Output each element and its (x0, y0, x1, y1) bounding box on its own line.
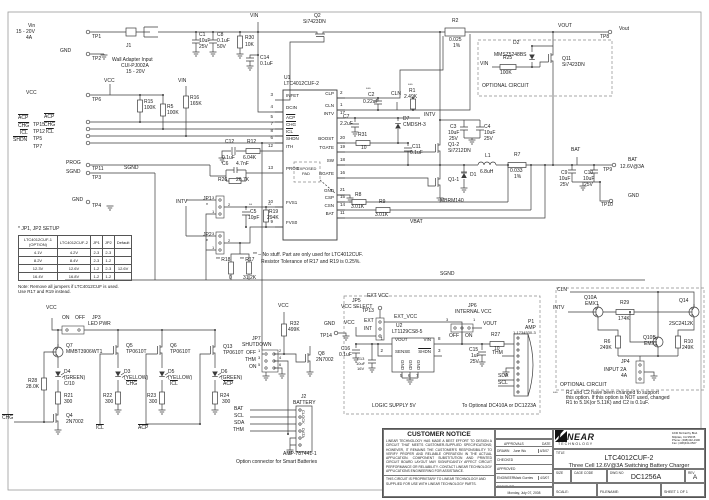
jumper-cell-0-3: 2-3 (101, 248, 115, 257)
jumper-cell-2-0: 12.3V (18, 264, 58, 273)
address-line-0: 1630 McCarthy Blvd. (672, 431, 698, 436)
approvals-header: APPROVALS DATE (495, 439, 553, 447)
jumper-cell-2-1: 12.6V (57, 264, 91, 273)
cage-label: CAGE CODE (574, 471, 594, 475)
title-block: CUSTOMER NOTICE LINEAR TECHNOLOGY HAS MA… (382, 428, 706, 498)
jumper-col-0: LTC4012CUF-1 (OPTION) (18, 235, 58, 249)
approvals-label: APPROVALS (504, 442, 524, 446)
address-line-2: Phone: (408)432-1900 (672, 438, 700, 442)
brand-cell: LINEAR TECHNOLOGY 1630 McCarthy Blvd.Mil… (553, 429, 705, 449)
of-total: 1 (685, 490, 688, 494)
approval-engineer-date: 4/3/07 (538, 476, 552, 480)
jumper-cell-0-4 (113, 248, 133, 257)
contract-cell: CONTRACT NO. (495, 429, 553, 439)
customer-notice-title: CUSTOMER NOTICE (407, 431, 471, 438)
brand-sub: TECHNOLOGY (558, 442, 594, 446)
approval-row-checked: CHECKED (496, 455, 552, 464)
wires (14, 22, 695, 453)
jumper-cell-0-2: 2-3 (89, 248, 103, 257)
address-line-1: Milpitas, CA 95035 (672, 434, 696, 439)
rev-label: REV (688, 471, 695, 475)
brand-name: LINEAR (558, 432, 595, 442)
size-cell: SIZE (553, 469, 571, 483)
dwg-cell: DWG NO DC1256A (607, 469, 685, 483)
jumper-cell-3-2: 1-2 (89, 272, 103, 281)
component-symbols (43, 29, 700, 455)
printed-date-cell: Monday, July 07, 2008 (495, 487, 553, 497)
jumper-cell-2-4: 12.6V (113, 264, 133, 273)
scale-cell: SCALE: (553, 483, 597, 497)
of-label: OF (679, 490, 685, 494)
jumper-cell-1-4 (113, 256, 133, 265)
jumper-cell-3-3: 1-2 (101, 272, 115, 281)
jumper-cell-1-0: 8.2V (18, 256, 58, 265)
printed-date: Monday, July 07, 2008 (507, 491, 541, 495)
rev-cell: REV A (685, 469, 705, 483)
jumper-col-3: JP2 (101, 235, 115, 249)
approval-row-designer: DESIGNER (496, 482, 552, 487)
filename-cell: FILENAME: (597, 483, 661, 497)
jumper-col-1: LTC4012CUF-2 (57, 235, 91, 249)
title-cell: TITLE LTC4012CUF-2 Three Cell 12.6V@3A S… (553, 449, 705, 469)
approval-row-approved: APPROVED (496, 464, 552, 473)
approval-drawn-date: 4/3/07 (537, 449, 552, 453)
dwg-label: DWG NO (610, 471, 624, 475)
sheet-no: 1 (676, 490, 679, 494)
approval-engineer-label: ENGINEER (497, 476, 515, 480)
scale-label: SCALE: (556, 490, 569, 494)
approval-approved-label: APPROVED (497, 467, 516, 471)
customer-notice-body: LINEAR TECHNOLOGY HAS MADE A BEST EFFORT… (386, 439, 492, 473)
jumper-table-note2: Use R17 and R19 instead. (18, 289, 71, 295)
optional-boxes (293, 39, 705, 415)
jumper-cell-1-2: 2-3 (89, 256, 103, 265)
sheet-label: SHEET (664, 490, 676, 494)
approval-drawn-label: DRAWN (497, 449, 510, 453)
jumper-cell-3-4 (113, 272, 133, 281)
sheet-cell: SHEET 1 OF 1 (661, 483, 705, 497)
jumper-col-2: JP1 (89, 235, 103, 249)
jumper-cell-1-1: 8.4V (57, 256, 91, 265)
jumper-setup-block: * JP1, JP2 SETUP LTC4012CUF-1 (OPTION)LT… (18, 226, 158, 295)
approval-engineer-name: Mark Gurries (514, 476, 534, 480)
linear-logo-icon (555, 430, 567, 442)
approval-drawn-name: June Wu (513, 449, 527, 453)
doc-title-line2: Three Cell 12.6V@3A Switching Battery Ch… (568, 463, 690, 469)
jumper-cell-0-0: 4.1V (18, 248, 58, 257)
jumper-table-note1: Note: Remove all jumpers if LTC4012CUF i… (18, 284, 119, 289)
jumper-cell-1-3: 1-2 (101, 256, 115, 265)
jumper-cell-2-3: 2-3 (101, 264, 115, 273)
address-line-3: Fax: (408)434-0507 (672, 441, 697, 446)
doc-title-line1: LTC4012CUF-2 (604, 455, 654, 462)
jumper-table-caption: * JP1, JP2 SETUP (18, 226, 60, 232)
customer-notice-body2: THIS CIRCUIT IS PROPRIETARY TO LINEAR TE… (384, 475, 494, 487)
jumper-cell-2-2: 1-2 (89, 264, 103, 273)
jumper-cell-3-1: 16.8V (57, 272, 91, 281)
jumper-cell-3-0: 16.4V (18, 272, 58, 281)
size-label: SIZE (556, 471, 564, 475)
approval-designer-label: DESIGNER (497, 485, 515, 487)
date-label: DATE (542, 442, 551, 446)
sheet-border (7, 11, 702, 491)
jumper-cell-0-1: 4.2V (57, 248, 91, 257)
cage-cell: CAGE CODE (571, 469, 607, 483)
jumper-col-4: Default (113, 235, 133, 249)
dwg-number: DC1256A (630, 474, 662, 481)
customer-notice: CUSTOMER NOTICE LINEAR TECHNOLOGY HAS MA… (383, 429, 495, 497)
approval-checked-label: CHECKED (497, 458, 514, 462)
rev-value: A (692, 474, 698, 481)
filename-label: FILENAME: (600, 490, 619, 494)
title-label: TITLE (556, 451, 565, 455)
